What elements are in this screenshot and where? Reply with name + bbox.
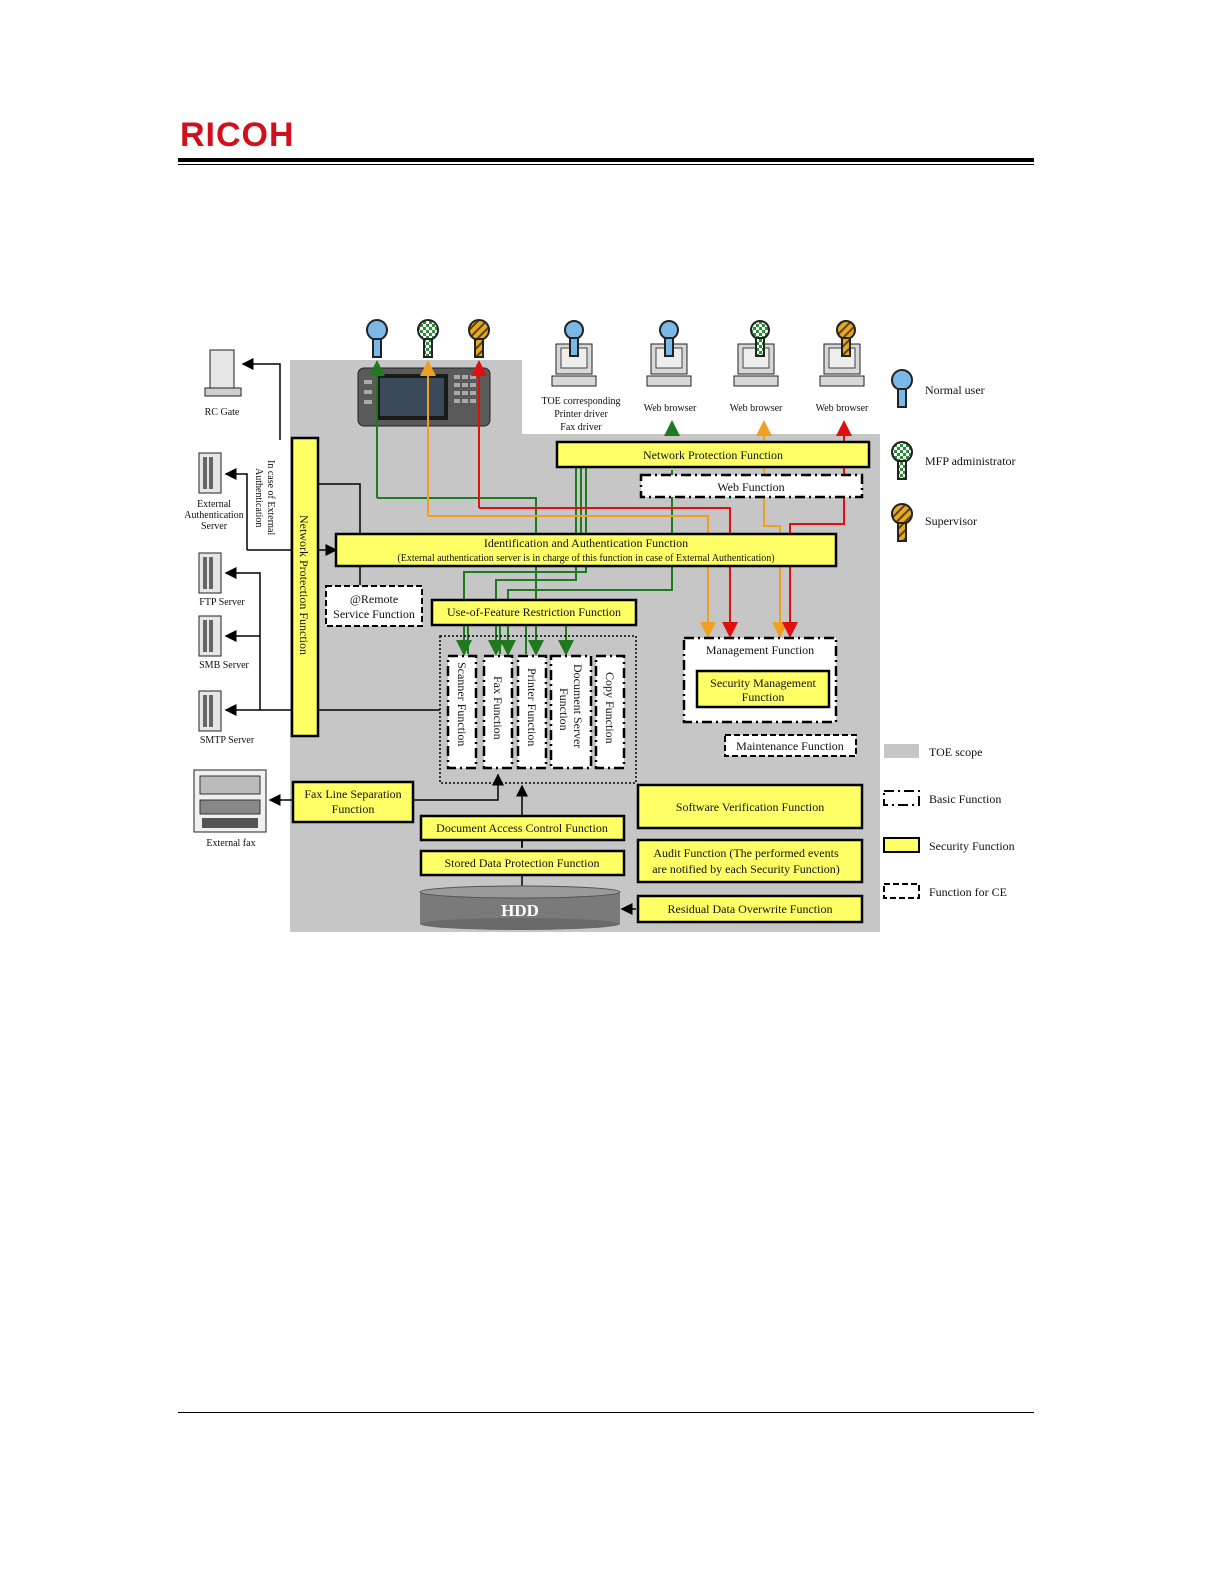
normal-user-key-icon	[366, 319, 388, 358]
identification-box	[334, 532, 838, 568]
legend-toe-label: TOE scope	[929, 745, 982, 759]
supervisor-key-icon	[468, 319, 490, 358]
audit-label-2: are notified by each Security Function)	[652, 862, 840, 876]
ftp-server-icon	[198, 552, 222, 594]
residual-data-label: Residual Data Overwrite Function	[668, 902, 833, 916]
copy-function-box	[594, 654, 626, 770]
smb-server-icon	[198, 615, 222, 657]
smb-label: SMB Server	[199, 660, 249, 671]
printer-function-label: Printer Function	[525, 668, 539, 746]
pc-driver-icon	[551, 320, 597, 387]
ext-auth-note-2: Authentication	[253, 468, 264, 527]
tcp-driver-label-3: Fax driver	[560, 422, 602, 433]
copy-function-label: Copy Function	[603, 672, 617, 744]
scanner-function-label: Scanner Function	[455, 662, 469, 746]
stored-data-label: Stored Data Protection Function	[445, 856, 600, 870]
scanner-function-box	[446, 654, 478, 770]
operation-panel-device	[357, 367, 491, 427]
remote-service-box	[325, 585, 423, 627]
remote-label-2: Service Function	[333, 607, 415, 621]
legend-basic-swatch	[883, 790, 920, 806]
audit-label-1: Audit Function (The performed events	[653, 846, 839, 860]
pc-web-supervisor-icon	[819, 320, 865, 387]
maintenance-function-box	[724, 734, 857, 757]
ext-auth-server-icon	[198, 452, 222, 494]
maintenance-function-label: Maintenance Function	[736, 739, 844, 753]
ext-auth-label-2: Authentication	[184, 510, 243, 521]
network-protection-left-box	[290, 436, 320, 738]
smtp-label: SMTP Server	[200, 735, 255, 746]
rc-gate-label: RC Gate	[205, 407, 240, 418]
fax-line-label-2: Function	[332, 802, 375, 816]
legend-security-swatch	[883, 837, 920, 853]
legend-supervisor-label: Supervisor	[925, 514, 977, 528]
identification-label-2: (External authentication server is in ch…	[397, 553, 774, 564]
legend-admin-icon	[891, 441, 913, 480]
software-verification-label: Software Verification Function	[676, 800, 824, 814]
pc-web-admin-icon	[733, 320, 779, 387]
mfp-admin-key-icon	[417, 319, 439, 358]
ricoh-logo: RICOH	[180, 116, 295, 154]
software-verification-box	[636, 783, 864, 830]
web-function-box	[639, 473, 864, 499]
printer-function-box	[516, 654, 548, 770]
legend-security-label: Security Function	[929, 839, 1015, 853]
header-rule-thick	[178, 158, 1034, 162]
stored-data-box	[419, 849, 626, 877]
legend-toe-swatch	[884, 744, 919, 758]
doc-server-label-1: Document Server	[571, 664, 585, 748]
external-fax-label: External fax	[206, 838, 255, 849]
ext-auth-label-3: Server	[201, 521, 228, 532]
ext-auth-note-1: In case of External	[265, 460, 276, 535]
legend-ce-swatch	[883, 883, 920, 899]
use-of-feature-label: Use-of-Feature Restriction Function	[447, 605, 621, 619]
use-of-feature-box	[430, 598, 638, 627]
legend-admin-label: MFP administrator	[925, 454, 1016, 468]
web-browser-label-3: Web browser	[816, 403, 869, 414]
doc-server-function-box	[549, 654, 593, 770]
external-fax-icon	[193, 769, 267, 833]
legend-supervisor-icon	[891, 503, 913, 542]
basic-functions-group	[439, 635, 637, 784]
footer-rule	[178, 1412, 1034, 1413]
management-function-label: Management Function	[706, 643, 814, 657]
audit-function-box	[636, 838, 864, 884]
legend-ce-label: Function for CE	[929, 885, 1007, 899]
doc-access-box	[419, 814, 626, 842]
security-management-label-2: Function	[742, 690, 785, 704]
hdd-label: HDD	[501, 901, 539, 920]
ext-auth-label-1: External	[197, 499, 231, 510]
legend-basic-label: Basic Function	[929, 792, 1001, 806]
rc-gate-icon	[204, 349, 242, 397]
legend: Normal user MFP administrator Supervisor…	[883, 369, 1016, 899]
tcp-driver-label-2: Printer driver	[554, 409, 608, 420]
security-management-label-1: Security Management	[710, 676, 816, 690]
residual-data-box	[636, 894, 864, 924]
tcp-driver-label-1: TOE corresponding	[542, 396, 621, 407]
legend-normal-user-label: Normal user	[925, 383, 985, 397]
legend-normal-user-icon	[891, 369, 913, 408]
ftp-label: FTP Server	[199, 597, 245, 608]
doc-server-label-2: Function	[557, 688, 571, 731]
network-protection-left-label: Network Protection Function	[297, 515, 311, 655]
fax-function-box	[482, 654, 514, 770]
header-rule-thin	[178, 164, 1034, 165]
smtp-server-icon	[198, 690, 222, 732]
security-management-box	[695, 669, 831, 709]
web-browser-label-2: Web browser	[730, 403, 783, 414]
doc-access-label: Document Access Control Function	[436, 821, 608, 835]
hdd-cylinder	[419, 885, 621, 930]
fax-line-label-1: Fax Line Separation	[304, 787, 401, 801]
identification-label-1: Identification and Authentication Functi…	[484, 536, 688, 550]
pc-web-normal-icon	[646, 320, 692, 387]
network-protection-top-box	[555, 440, 871, 469]
web-function-label: Web Function	[717, 480, 784, 494]
fax-function-label: Fax Function	[491, 676, 505, 740]
web-browser-label-1: Web browser	[644, 403, 697, 414]
network-protection-top-label: Network Protection Function	[643, 448, 783, 462]
remote-label-1: @Remote	[350, 592, 398, 606]
fax-line-separation-box	[291, 780, 415, 824]
